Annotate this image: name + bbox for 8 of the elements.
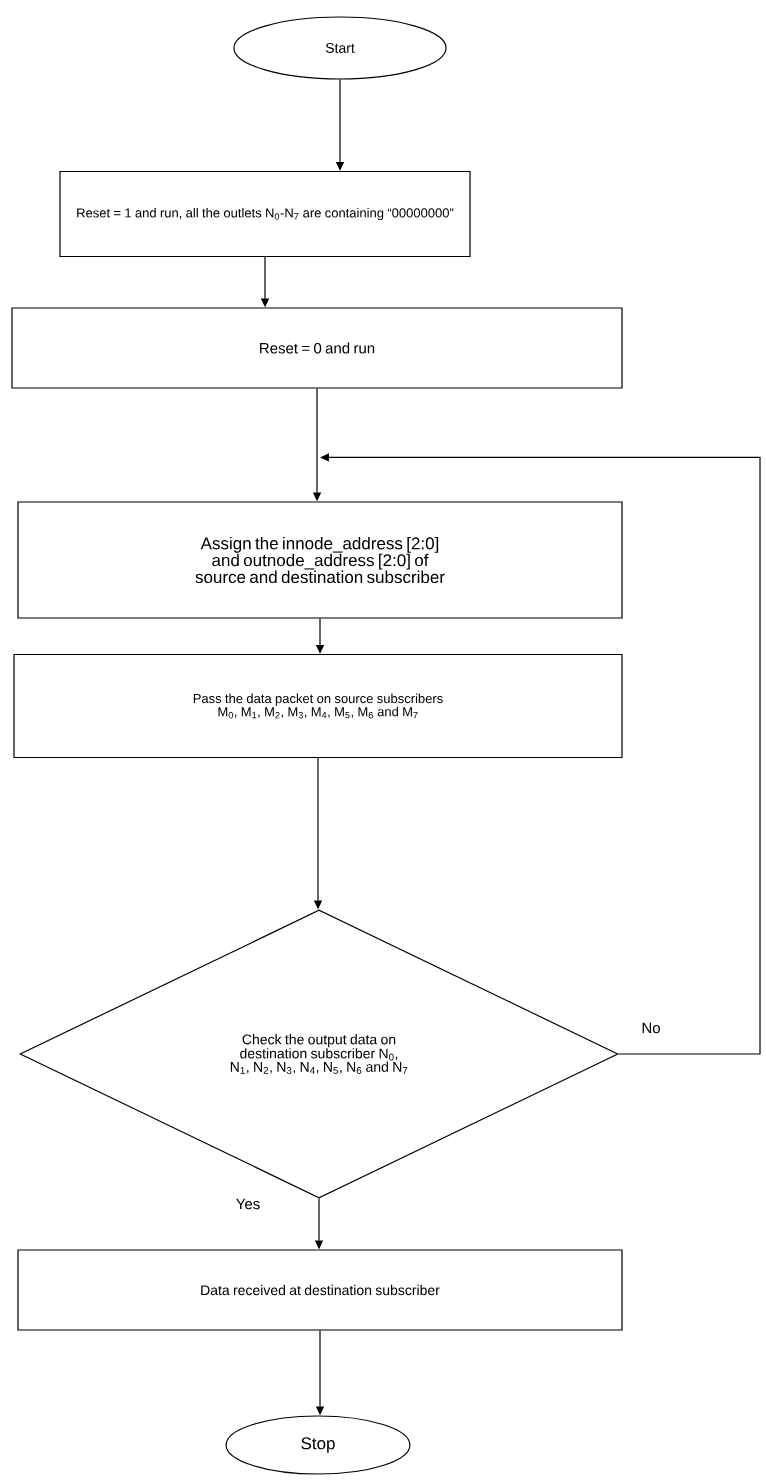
edge-label: No <box>639 1020 663 1036</box>
process-box: Data received at destination subscriber <box>17 1249 623 1331</box>
process-box: Pass the data packet on source subscribers M$_{0}$, M$_{1}$, M$_{2}$, M$_{3}$, M$_{4}$, M$_{5}$, M$_{6}$ and M$_{7}$ <box>13 653 623 759</box>
process-box: Assign the innode_address [2:0] and outnode_address [2:0] of source and destination subscriber <box>17 501 623 619</box>
process-box: Reset = 0 and run <box>11 307 623 389</box>
process-box: Reset = 1 and run, all the outlets N$_{0}$-N$_{7}$ are containing “00000000” <box>59 170 471 258</box>
edge-label: Yes <box>233 1196 263 1212</box>
arrow <box>320 453 761 1055</box>
